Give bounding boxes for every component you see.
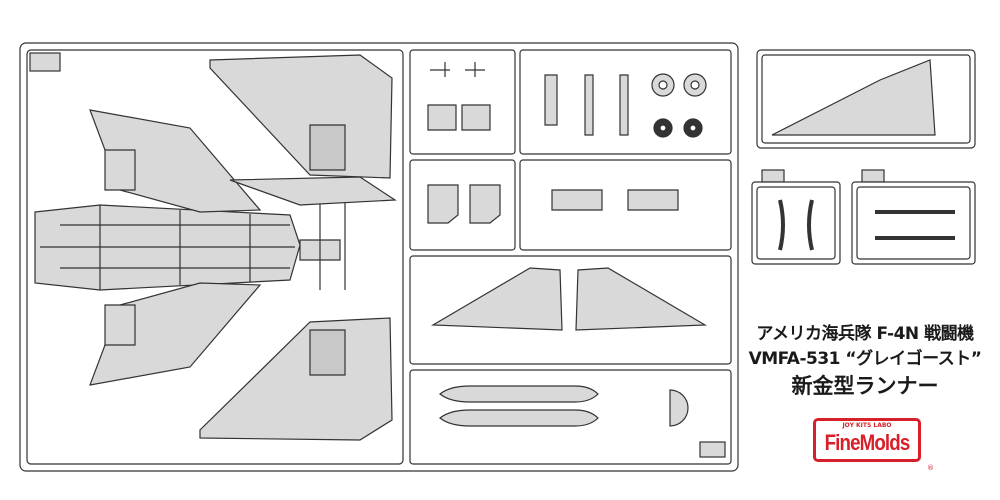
- pylon-sprue-1: [751, 169, 841, 265]
- registered-mark: ®: [927, 464, 934, 472]
- tail-sprue: [756, 49, 976, 149]
- finemolds-logo: JOY KITS LABO FineMolds: [813, 418, 921, 462]
- fuselage-part: [34, 109, 301, 386]
- small-parts: [427, 62, 707, 224]
- caption-line-2: VMFA-531 “グレイゴースト”: [748, 349, 982, 369]
- stabilizer-parts: [430, 267, 708, 331]
- caption-line-1: アメリカ海兵隊 F-4N 戦闘機: [756, 324, 974, 344]
- logo-tagline: JOY KITS LABO: [842, 422, 892, 429]
- logo-name: FineMolds: [824, 430, 911, 455]
- fuel-tank-parts: [439, 385, 689, 427]
- wing-parts: [199, 54, 397, 441]
- caption-line-3: 新金型ランナー: [791, 374, 939, 398]
- pylon-sprue-2: [851, 169, 976, 265]
